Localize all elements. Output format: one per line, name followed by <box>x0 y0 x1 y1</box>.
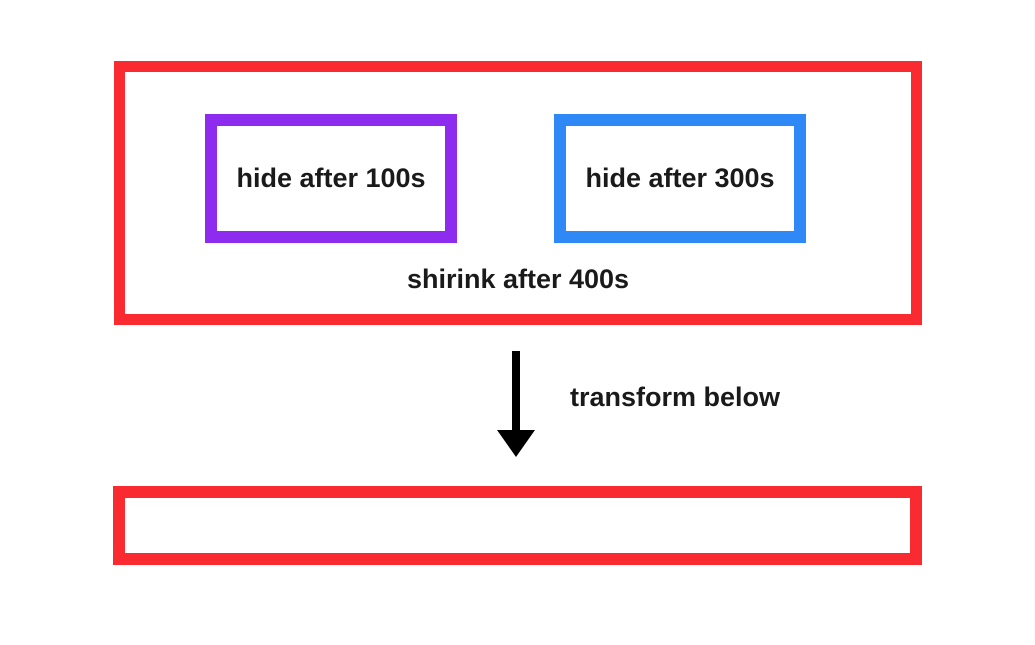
hide-after-300s-box: hide after 300s <box>554 114 806 243</box>
shrink-after-400s-label: shirink after 400s <box>406 264 630 294</box>
down-arrow-icon <box>497 351 535 457</box>
hide-after-300s-label: hide after 300s <box>585 163 775 193</box>
hide-after-100s-label: hide after 100s <box>236 163 426 193</box>
before-container-box: hide after 100s hide after 300s shirink … <box>114 61 922 325</box>
down-arrow-stem <box>512 351 520 431</box>
after-container-box <box>113 486 922 565</box>
transform-below-label: transform below <box>570 382 781 412</box>
down-arrow-head <box>497 430 535 457</box>
hide-after-100s-box: hide after 100s <box>205 114 457 243</box>
